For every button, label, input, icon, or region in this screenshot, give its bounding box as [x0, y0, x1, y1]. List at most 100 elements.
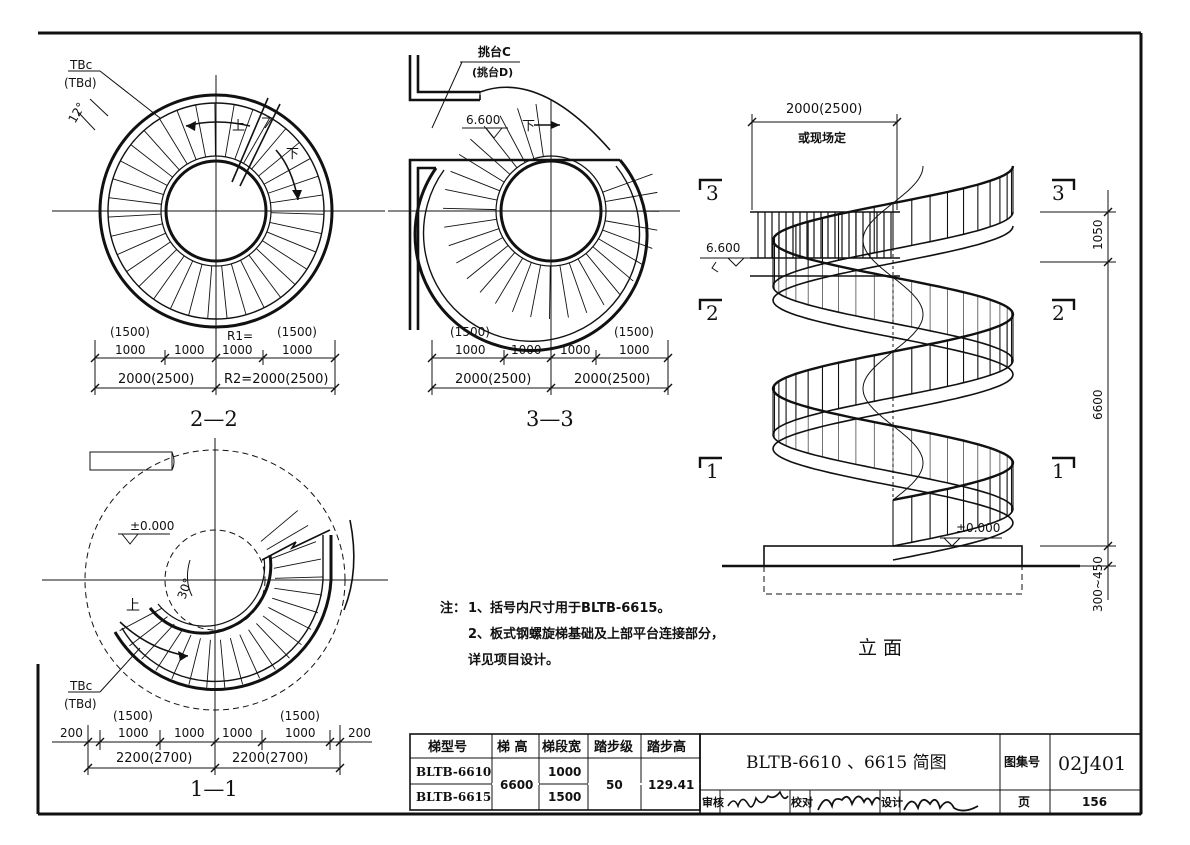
tread-line [113, 179, 164, 195]
signature-check [818, 796, 880, 810]
dim-text: 1000 [282, 343, 313, 357]
down-label: 下 [522, 119, 535, 134]
dim-text: R2=2000(2500) [224, 372, 329, 387]
dim-text: R1= [227, 329, 253, 343]
tread-line [189, 638, 201, 685]
dim-text: 1000 [455, 343, 486, 357]
table-cell-step-height: 129.41 [648, 778, 694, 792]
tread-line [129, 617, 167, 646]
tread-line [230, 638, 242, 684]
tread-line [111, 224, 163, 236]
tread-line [220, 640, 224, 688]
spiral-stair [773, 166, 1013, 560]
table-header: 梯 高 [497, 739, 528, 755]
tread-line [207, 640, 211, 688]
dim-text: 1000 [511, 343, 542, 357]
level-top: 6.600 [706, 241, 740, 255]
table-header: 梯段宽 [542, 739, 581, 755]
section-mark-2-right: 2 [1052, 301, 1065, 325]
table-cell-model: BLTB-6615 [416, 790, 491, 804]
table-cell-width: 1500 [548, 790, 581, 804]
tread-line [459, 154, 504, 182]
table-cell-steps: 50 [606, 778, 623, 792]
tread-line [222, 266, 227, 319]
width-dim: 2000(2500) [786, 102, 862, 117]
view-title-1-1: 1—1 [190, 777, 238, 801]
tread-line [467, 246, 508, 279]
tread-line [470, 139, 510, 174]
parameter-table: 梯型号 梯 高 梯段宽 踏步级 踏步高 BLTB-6610 BLTB-6615 … [410, 734, 700, 810]
plan-view-1-1: ±0.000 30° 上 TBc (TBd) 200 (1500) 1000 1… [42, 438, 388, 801]
tread-line [449, 229, 499, 246]
tread-line [560, 265, 569, 317]
plan-view-2-2: 上 下 12° TBc (TBd) (1500) 1000 1000 R1= 1… [52, 58, 385, 431]
page-number: 156 [1082, 795, 1107, 809]
tread-line [550, 266, 551, 319]
dim-text: 200 [348, 726, 371, 740]
tread-line [270, 222, 322, 233]
tread-line [154, 256, 185, 299]
dim-text: 1000 [118, 726, 149, 740]
up-label: 上 [232, 119, 245, 134]
elevation-title: 立 面 [858, 637, 902, 659]
tread-line [249, 255, 281, 297]
tread-line [456, 237, 502, 263]
note-line-2: 2、板式钢螺旋梯基础及上部平台连接部分， [468, 626, 724, 642]
up-label: 上 [126, 598, 140, 614]
tread-line [196, 105, 206, 157]
dim-text: 1000 [115, 343, 146, 357]
table-header: 踏步高 [647, 739, 686, 755]
elevation-view: 2000(2500) 或现场定 3 3 2 2 1 1 6.600 [700, 102, 1116, 659]
dim-text: 1000 [285, 726, 316, 740]
table-cell-width: 1000 [548, 765, 581, 779]
tread-line [274, 559, 321, 568]
width-note: 或现场定 [798, 130, 846, 145]
section-mark-3-right: 3 [1052, 181, 1065, 205]
page-label: 页 [1018, 795, 1030, 809]
tread-line [593, 247, 633, 281]
tread-line [127, 242, 171, 272]
tread-line [480, 252, 515, 292]
angle-label: 12° [65, 100, 88, 125]
drawing-title: BLTB-6610 、6615 简图 [746, 753, 947, 773]
leader-platform-c: 挑台C [478, 44, 511, 59]
section-mark-1-right: 1 [1052, 459, 1065, 483]
view-title-2-2: 2—2 [190, 407, 238, 431]
level-label: ±0.000 [130, 519, 174, 533]
notes-label: 注： [440, 600, 466, 616]
view-title-3-3: 3—3 [526, 407, 574, 431]
dim-text: (1500) [614, 325, 654, 339]
tread-line [271, 213, 324, 215]
plan-view-3-3: 挑台C (挑台D) 6.600 下 (1500) 1000 1000 1000 … [388, 44, 680, 431]
dim-text: 2200(2700) [232, 751, 308, 766]
tread-line [109, 198, 162, 205]
dim-text: (1500) [280, 709, 320, 723]
tread-line [241, 260, 265, 307]
atlas-label: 图集号 [1004, 754, 1040, 769]
dim-text: 2200(2700) [116, 751, 192, 766]
leader-tbc: TBc [69, 679, 92, 693]
atlas-number: 02J401 [1058, 753, 1126, 775]
dim-text: 2000(2500) [455, 372, 531, 387]
dim-1050: 1050 [1091, 219, 1105, 250]
tread-line [605, 221, 657, 230]
tread-line [144, 130, 179, 170]
tread-line [272, 598, 318, 613]
dim-text: (1500) [277, 325, 317, 339]
tread-line [215, 103, 216, 156]
dim-text: (1500) [110, 325, 150, 339]
tread-line [117, 233, 165, 254]
dim-text: 1000 [222, 726, 253, 740]
tread-line [189, 264, 202, 315]
section-mark-3-left: 3 [706, 181, 719, 205]
design-label: 设计 [881, 795, 903, 809]
signature-design [904, 800, 978, 811]
tread-line [231, 264, 246, 315]
tread-line [170, 261, 192, 309]
leader-tbd: (TBd) [64, 76, 97, 90]
tread-line [131, 145, 173, 178]
tread-line [263, 616, 301, 645]
notes: 注： 1、括号内尺寸用于BLTB-6615。 2、板式钢螺旋梯基础及上部平台连接… [440, 600, 724, 668]
tread-line [445, 189, 497, 200]
